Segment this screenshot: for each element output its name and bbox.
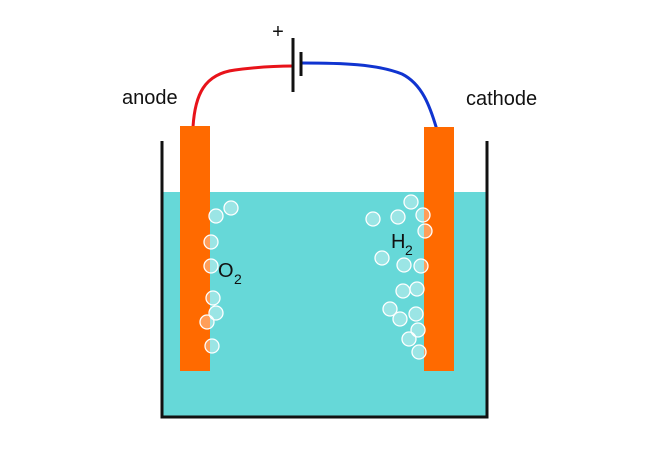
bubble	[203, 258, 219, 274]
battery	[291, 38, 303, 92]
container	[160, 141, 489, 419]
cathode-label: cathode	[466, 88, 537, 110]
anode-wire	[191, 64, 294, 128]
bubble	[203, 234, 219, 250]
oxygen-label: O 2	[218, 260, 242, 287]
hydrogen-label: H 2	[391, 231, 413, 258]
bubble	[208, 208, 224, 224]
hydrogen-subscript: 2	[405, 242, 413, 258]
bubble	[415, 207, 431, 223]
bubble	[408, 306, 424, 322]
bubble	[396, 257, 412, 273]
hydrogen-symbol: H	[391, 231, 405, 253]
bubble	[409, 281, 425, 297]
anode-label: anode	[122, 87, 178, 109]
bubble	[365, 211, 381, 227]
bubble	[374, 250, 390, 266]
bubble	[199, 314, 215, 330]
bubble	[401, 331, 417, 347]
bubble	[382, 301, 398, 317]
oxygen-subscript: 2	[234, 271, 242, 287]
positive-terminal-label: +	[272, 21, 284, 43]
bubble	[223, 200, 239, 216]
hydrogen-bubbles	[365, 194, 433, 360]
anode-electrode	[180, 126, 210, 371]
bubble	[411, 344, 427, 360]
cathode-wire	[300, 61, 439, 131]
bubble	[204, 338, 220, 354]
cathode-electrode	[424, 127, 454, 371]
bubble	[413, 258, 429, 274]
bubble	[403, 194, 419, 210]
bubble	[395, 283, 411, 299]
bubble	[410, 322, 426, 338]
oxygen-symbol: O	[218, 260, 234, 282]
bubble	[417, 223, 433, 239]
oxygen-bubbles	[199, 200, 239, 354]
bubble	[205, 290, 221, 306]
bubble	[392, 311, 408, 327]
bubble	[390, 209, 406, 225]
bubble	[208, 305, 224, 321]
